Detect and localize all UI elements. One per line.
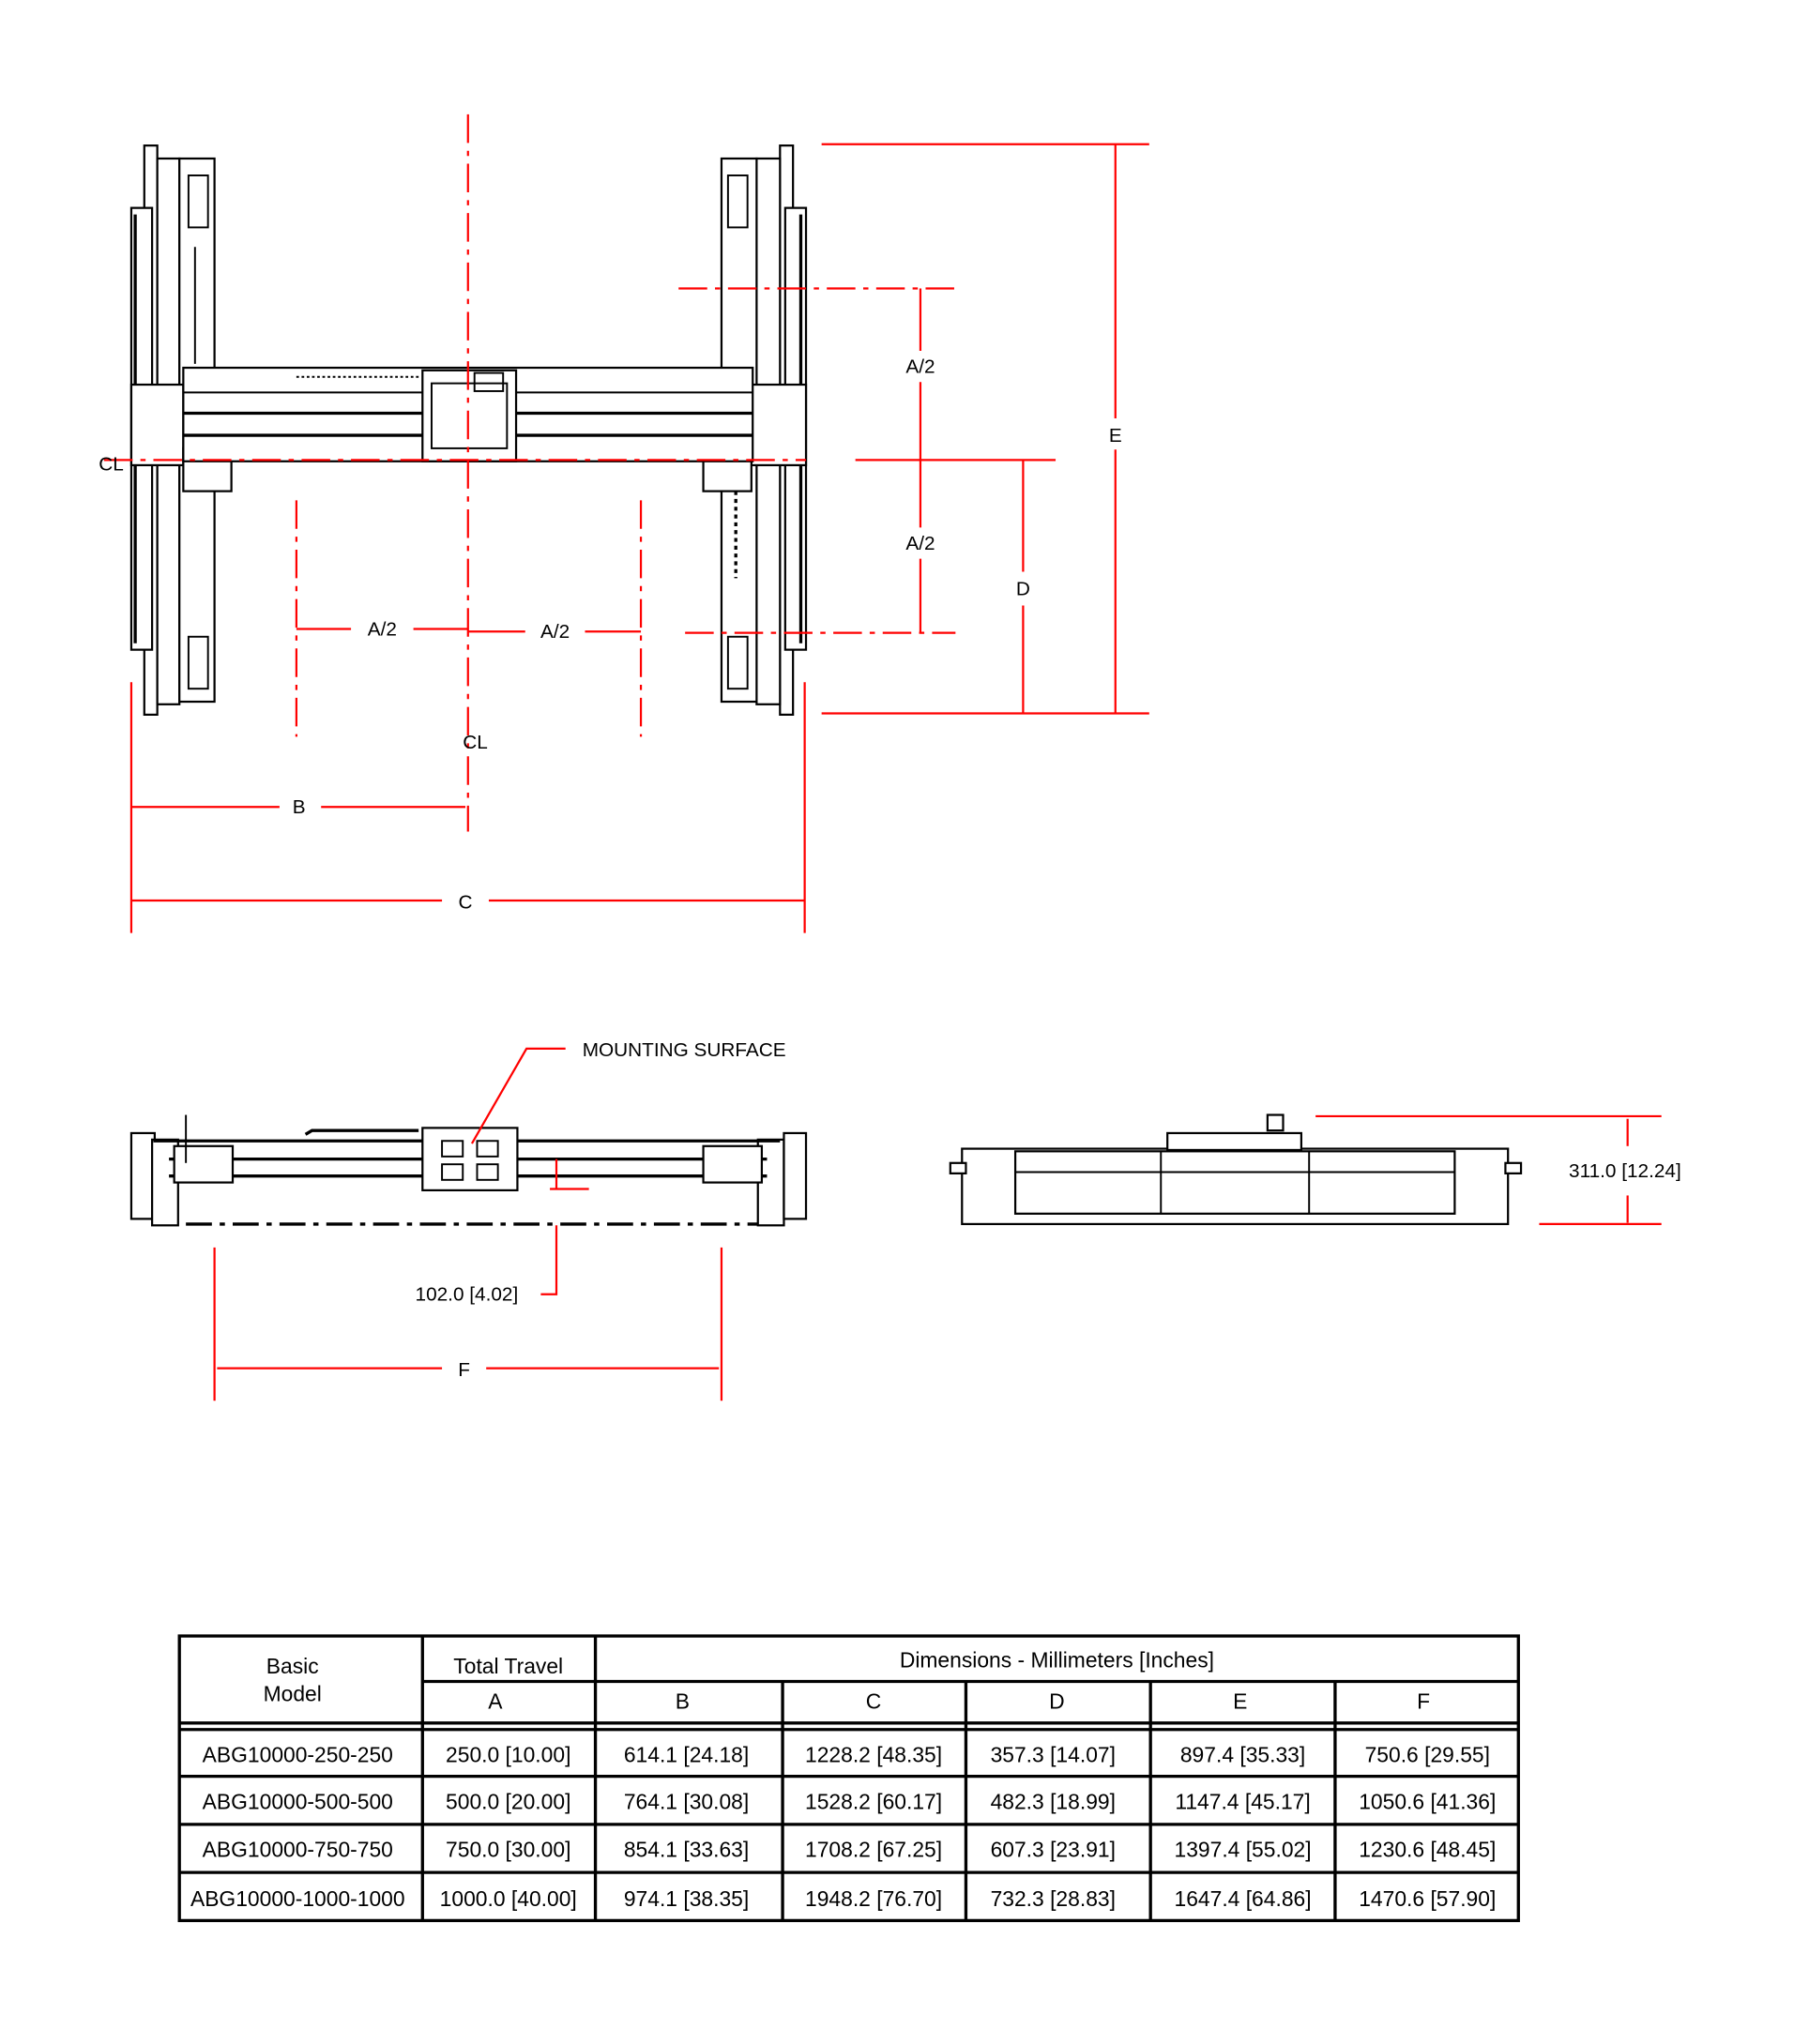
dimension-cell: 1000.0 [40.00] — [440, 1886, 577, 1911]
dimension-cell: 1147.4 [45.17] — [1175, 1789, 1310, 1813]
column-header-e: E — [1233, 1689, 1247, 1714]
column-header-b: B — [676, 1689, 690, 1714]
dimension-cell: 482.3 [18.99] — [991, 1789, 1116, 1813]
svg-text:A/2: A/2 — [905, 356, 935, 378]
dimension-cell: 974.1 [38.35] — [624, 1886, 749, 1911]
dimension-cell: 1948.2 [76.70] — [805, 1886, 942, 1911]
model-cell: ABG10000-500-500 — [203, 1789, 393, 1813]
dimension-cell: 357.3 [14.07] — [991, 1742, 1116, 1766]
dimension-cell: 607.3 [23.91] — [991, 1838, 1116, 1862]
dimension-cell: 1528.2 [60.17] — [805, 1789, 942, 1813]
svg-text:C: C — [459, 891, 473, 913]
table-row: ABG10000-1000-1000 1000.0 [40.00] 974.1 [3… — [190, 1886, 1496, 1911]
dimension-cell: 614.1 [24.18] — [624, 1742, 749, 1766]
carriage — [421, 369, 518, 462]
dimension-cell: 750.6 [29.55] — [1365, 1742, 1490, 1766]
dimension-cell: 897.4 [35.33] — [1180, 1742, 1305, 1766]
dimension-f-label: F — [458, 1359, 470, 1381]
svg-text:A/2: A/2 — [540, 621, 570, 643]
mounting-surface-leader — [470, 1047, 566, 1144]
dimension-a-half-horizontal: A/2 A/2 — [295, 500, 643, 737]
table-body: ABG10000-250-250 250.0 [10.00] 614.1 [24.1… — [190, 1742, 1496, 1911]
column-header-c: C — [866, 1689, 882, 1714]
dimension-cell: 854.1 [33.63] — [624, 1838, 749, 1862]
dimension-cell: 250.0 [10.00] — [446, 1742, 570, 1766]
table-row: ABG10000-250-250 250.0 [10.00] 614.1 [24.1… — [203, 1742, 1490, 1766]
dimension-cell: 1050.6 [41.36] — [1359, 1789, 1496, 1813]
model-cell: ABG10000-250-250 — [203, 1742, 393, 1766]
centerline-symbol-bottom: CL — [463, 732, 488, 753]
column-headers: A B C D E F — [488, 1689, 1430, 1714]
dimension-cell: 1228.2 [48.35] — [805, 1742, 942, 1766]
model-cell: ABG10000-1000-1000 — [190, 1886, 405, 1911]
dimension-cell: 500.0 [20.00] — [446, 1789, 570, 1813]
offset-dimension: 102.0 [4.02] — [416, 1284, 519, 1306]
model-cell: ABG10000-750-750 — [203, 1838, 393, 1862]
dimension-e: E — [821, 143, 1149, 715]
svg-text:B: B — [293, 796, 306, 818]
dimension-cell: 750.0 [30.00] — [446, 1838, 570, 1862]
mounting-surface-label: MOUNTING SURFACE — [583, 1039, 786, 1061]
header-basic-model-line2: Model — [264, 1681, 322, 1705]
table-row: ABG10000-750-750 750.0 [30.00] 854.1 [33.6… — [203, 1838, 1497, 1862]
right-y-axis-stage — [702, 144, 808, 716]
dimension-cell: 1397.4 [55.02] — [1174, 1838, 1311, 1862]
svg-text:E: E — [1109, 425, 1122, 447]
end-view: 311.0 [12.24] — [949, 1113, 1681, 1226]
dimensions-table: Basic Model Total Travel Dimensions - Mi… — [177, 1634, 1520, 1923]
column-header-f: F — [1417, 1689, 1430, 1714]
dimension-cell: 1647.4 [64.86] — [1174, 1886, 1311, 1911]
height-dimension: 311.0 [12.24] — [1569, 1160, 1681, 1182]
column-header-d: D — [1049, 1689, 1065, 1714]
header-dimensions: Dimensions - Millimeters [Inches] — [900, 1647, 1214, 1672]
side-view: MOUNTING SURFACE 102.0 [4.02] F — [129, 1039, 808, 1401]
dimension-cell: 732.3 [28.83] — [991, 1886, 1116, 1911]
table-row: ABG10000-500-500 500.0 [20.00] 764.1 [30.0… — [203, 1789, 1497, 1813]
svg-text:A/2: A/2 — [368, 618, 397, 640]
dimension-a-half-vertical: A/2 A/2 — [678, 287, 956, 634]
top-view: CL CL E D A/2 A/2 — [99, 114, 1149, 933]
svg-text:A/2: A/2 — [905, 533, 935, 554]
dimension-cell: 1470.6 [57.90] — [1359, 1886, 1496, 1911]
centerline-symbol-left: CL — [99, 453, 124, 475]
dimension-b-c: B C — [129, 682, 806, 933]
column-header-a: A — [488, 1689, 503, 1714]
dimension-cell: 1230.6 [48.45] — [1359, 1838, 1496, 1862]
header-total-travel: Total Travel — [453, 1654, 563, 1678]
dimension-cell: 764.1 [30.08] — [624, 1789, 749, 1813]
dimension-d: D — [855, 459, 1057, 714]
svg-text:D: D — [1016, 578, 1030, 599]
dimension-cell: 1708.2 [67.25] — [805, 1838, 942, 1862]
header-basic-model-line1: Basic — [266, 1654, 319, 1678]
